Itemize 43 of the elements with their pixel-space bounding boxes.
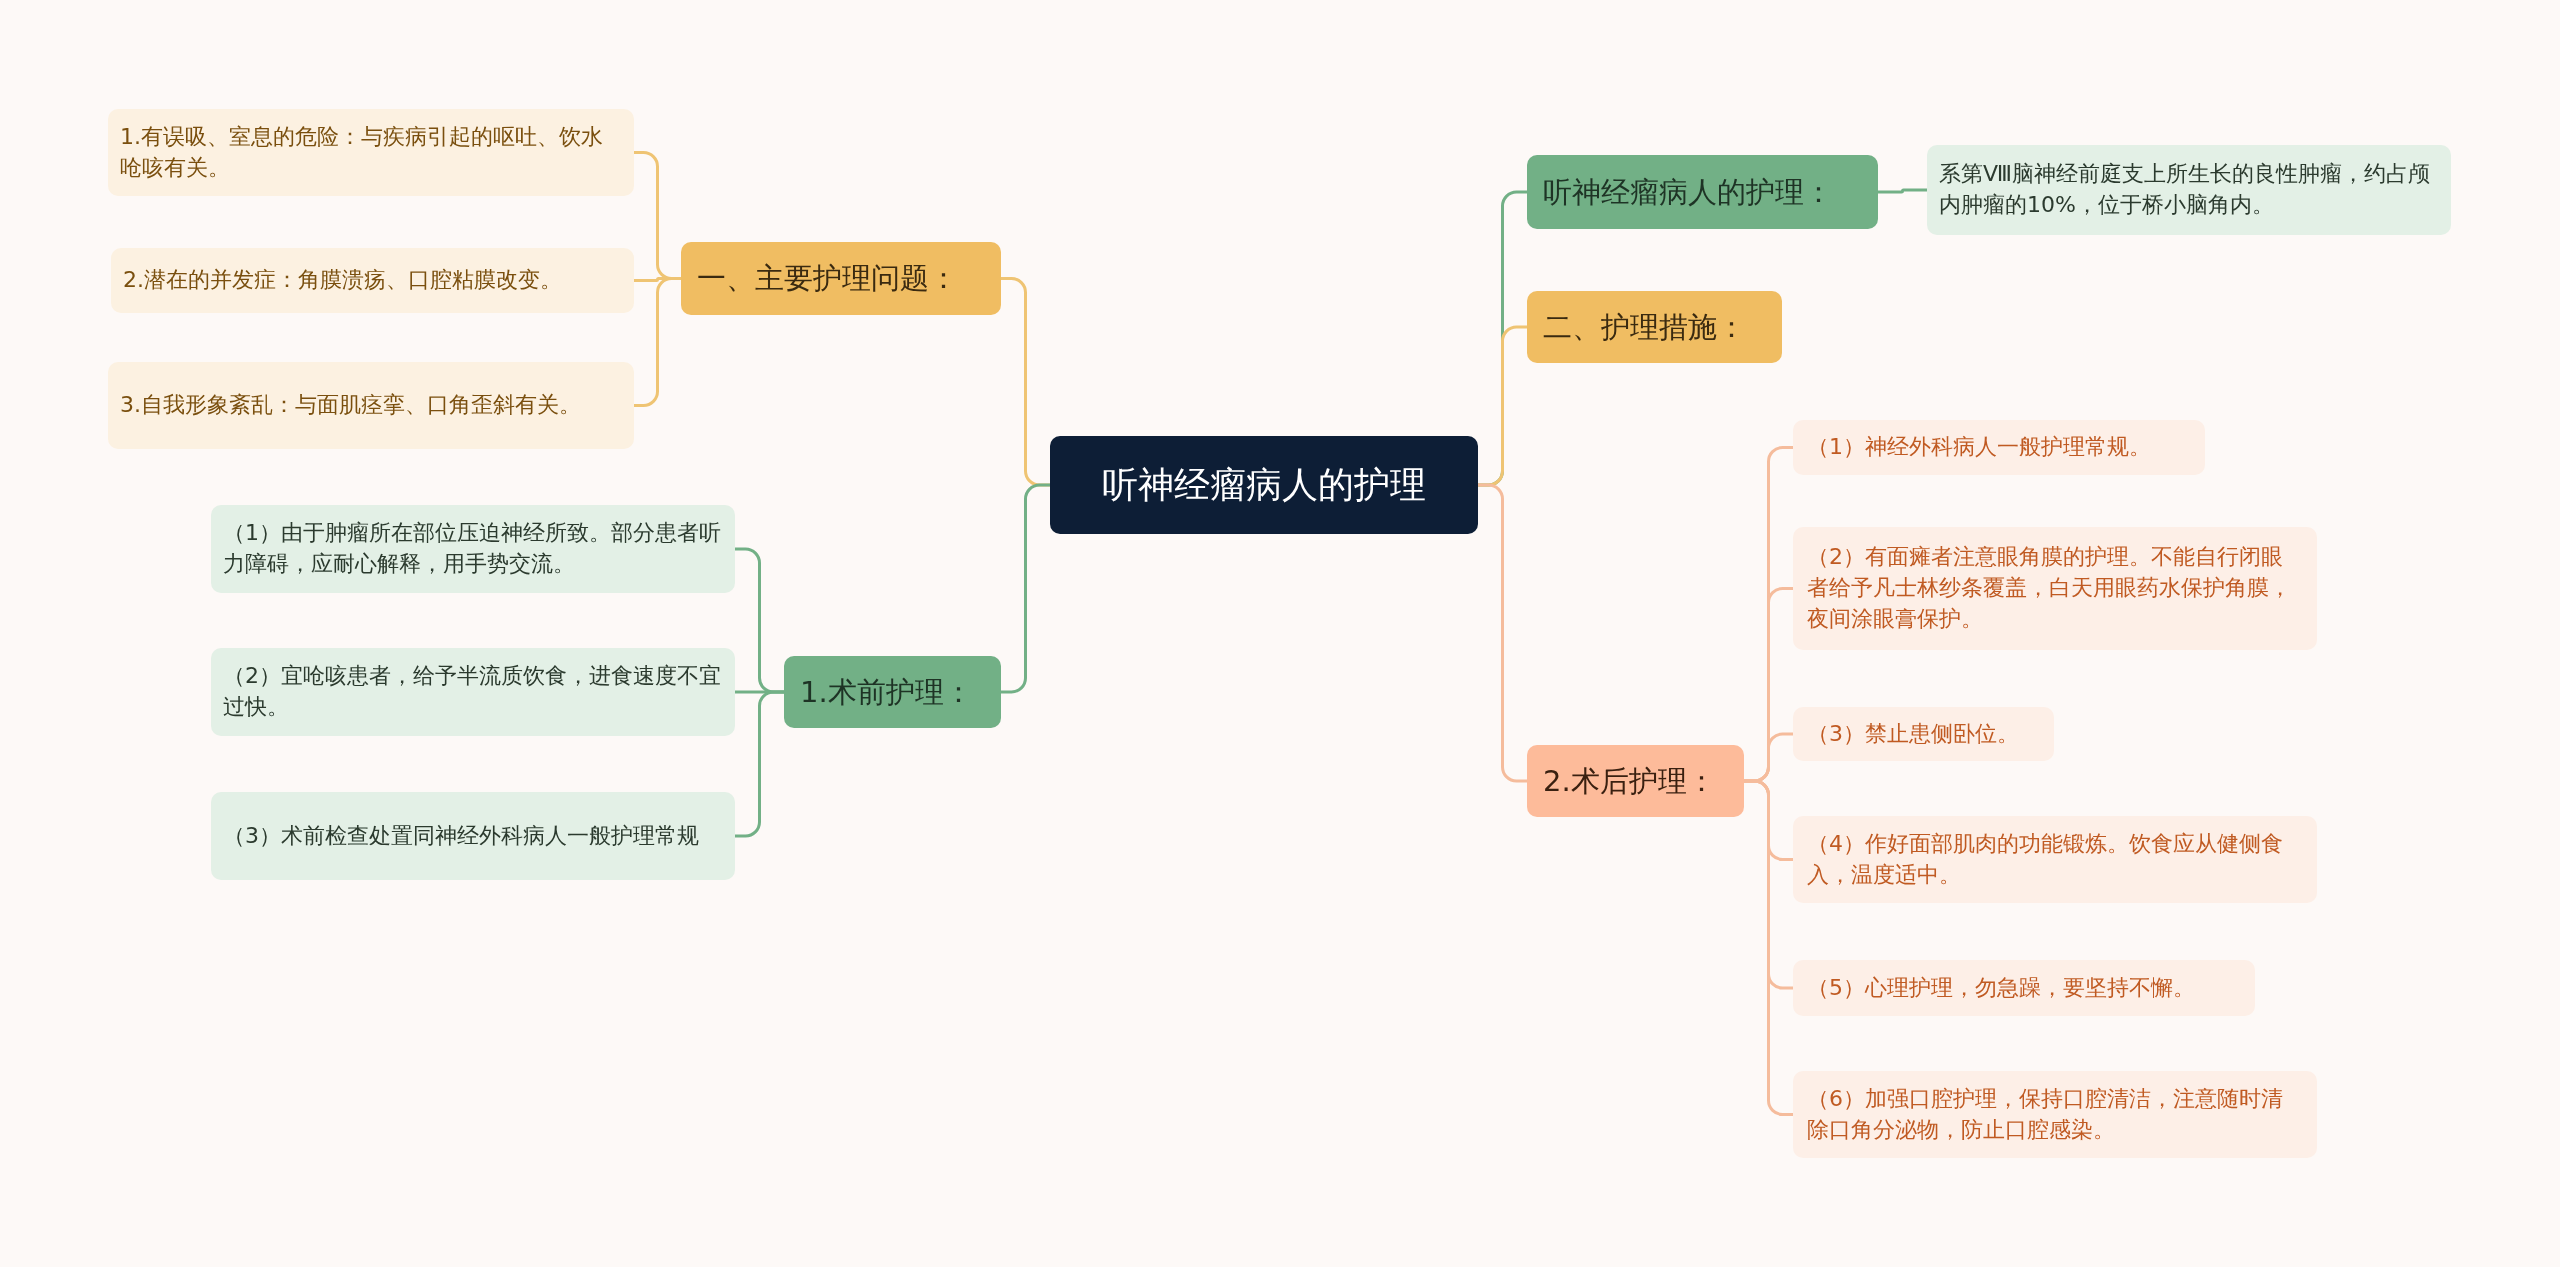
subtopic-text: （2）有面瘫者注意眼角膜的护理。不能自行闭眼者给予凡士林纱条覆盖，白天用眼药水保护角膜，夜间涂眼膏保护。 <box>1807 543 2292 633</box>
connector-line <box>632 277 683 407</box>
topic-box <box>1527 155 1878 229</box>
topic-text: 听神经瘤病人的护理： <box>1543 173 1833 211</box>
connector-line <box>1476 483 1529 783</box>
subtopic-text: （2）宜呛咳患者，给予半流质饮食，进食速度不宜过快。 <box>223 662 722 721</box>
topic-text: 二、护理措施： <box>1543 308 1746 346</box>
subtopic-text: 1.有误吸、室息的危险：与疾病引起的呕吐、饮水呛咳有关。 <box>120 122 604 182</box>
connector-line <box>999 483 1052 694</box>
subtopic-box <box>1793 527 2317 650</box>
subtopic-text: （3）术前检查处置同神经外科病人一般护理常规 <box>223 821 699 850</box>
subtopic-box <box>108 109 634 196</box>
subtopic-box <box>1927 145 2451 235</box>
central-topic-text: 听神经瘤病人的护理 <box>1102 462 1426 507</box>
subtopic-text: （1）神经外科病人一般护理常规。 <box>1807 433 2151 462</box>
central-topic-box <box>1050 436 1478 534</box>
subtopic-text: （4）作好面部肌肉的功能锻炼。饮食应从健侧食入，温度适中。 <box>1807 829 2284 889</box>
topic-box <box>681 242 1001 315</box>
subtopic-box <box>111 248 634 313</box>
subtopic-box <box>211 792 735 880</box>
subtopic-text: （6）加强口腔护理，保持口腔清洁，注意随时清除口角分泌物，防止口腔感染。 <box>1807 1084 2284 1144</box>
topic-box <box>784 656 1001 728</box>
subtopic-text: （1）由于肿瘤所在部位压迫神经所致。部分患者听力障碍，应耐心解释，用手势交流。 <box>223 519 722 578</box>
topic-text: 一、主要护理问题： <box>697 260 958 298</box>
subtopic-box <box>211 648 735 736</box>
subtopic-text: 2.潜在的并发症：角膜溃疡、口腔粘膜改变。 <box>123 266 562 295</box>
connector-line <box>733 690 786 838</box>
connector-line <box>1876 188 1929 194</box>
topic-text: 2.术后护理： <box>1543 762 1716 800</box>
topic-box <box>1527 291 1782 363</box>
subtopic-box <box>1793 816 2317 903</box>
topic-box <box>1527 745 1744 817</box>
subtopic-box <box>108 362 634 449</box>
subtopic-text: （3）禁止患侧卧位。 <box>1807 719 2019 748</box>
subtopic-text: 系第Ⅷ脑神经前庭支上所生长的良性肿瘤，约占颅内肿瘤的10%，位于桥小脑角内。 <box>1939 160 2431 219</box>
subtopic-box <box>1793 420 2205 475</box>
subtopic-text: （5）心理护理，勿急躁，要坚持不懈。 <box>1807 973 2195 1002</box>
subtopic-box <box>1793 1071 2317 1158</box>
subtopic-box <box>1793 707 2054 761</box>
subtopic-box <box>211 505 735 593</box>
subtopic-text: 3.自我形象紊乱：与面肌痉挛、口角歪斜有关。 <box>120 391 581 420</box>
topic-text: 1.术前护理： <box>800 673 973 711</box>
subtopic-box <box>1793 960 2255 1016</box>
